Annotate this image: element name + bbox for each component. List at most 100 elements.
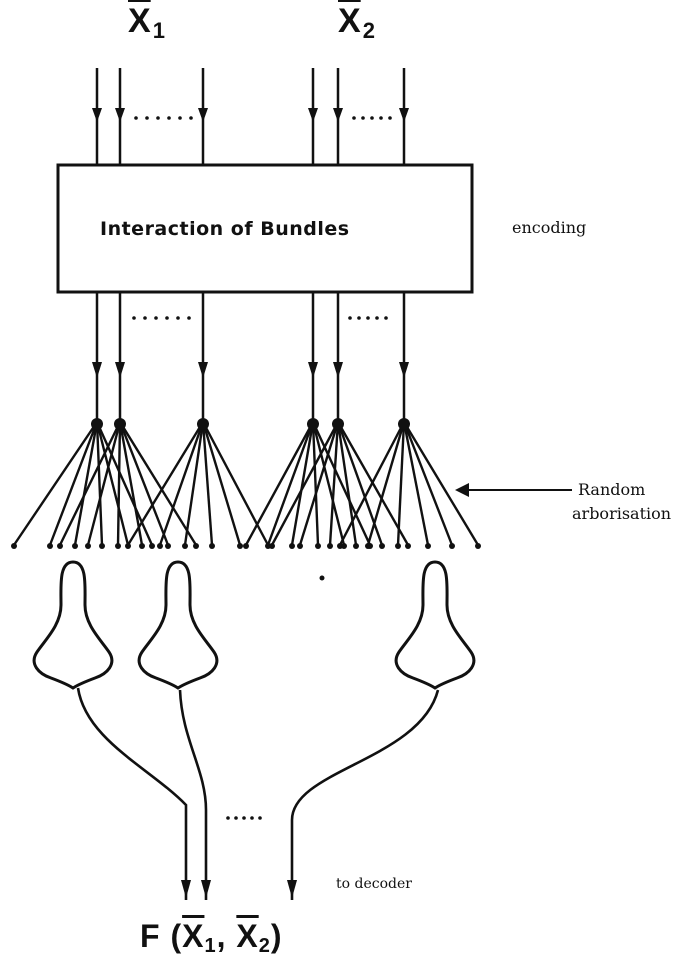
dendrite-terminals	[11, 543, 481, 549]
axon	[178, 689, 208, 900]
terminal-dot	[379, 543, 385, 549]
terminal-dot	[115, 543, 121, 549]
box-label: Interaction of Bundles	[100, 218, 350, 240]
terminal-dot	[99, 543, 105, 549]
terminal-dot	[289, 543, 295, 549]
output-axons	[76, 687, 440, 900]
terminal-dot	[315, 543, 321, 549]
fan-node	[197, 418, 209, 430]
terminal-dot	[193, 543, 199, 549]
terminal-dot	[85, 543, 91, 549]
fan-node	[114, 418, 126, 430]
terminal-dot	[353, 543, 359, 549]
stray-dot	[319, 575, 325, 581]
output-function: F (X1, X2)	[140, 918, 283, 957]
arborisation-branch	[311, 421, 346, 546]
terminal-dot	[57, 543, 63, 549]
arborisation-branch	[116, 421, 122, 546]
ellipsis-dot	[258, 816, 262, 820]
func-arg2: X2	[236, 918, 271, 957]
input-arrowhead	[92, 108, 102, 122]
ellipsis-dot	[370, 116, 374, 120]
arborisation-branch	[183, 421, 205, 546]
ellipsis-dot	[165, 316, 169, 320]
encoded-arrowhead	[198, 362, 208, 378]
ellipsis-dot	[375, 316, 379, 320]
input-arrowhead	[308, 108, 318, 122]
encoded-arrowhead	[399, 362, 409, 378]
terminal-dot	[327, 543, 333, 549]
arborisation-branch	[311, 421, 320, 546]
terminal-dot	[125, 543, 131, 549]
terminal-dot	[165, 543, 171, 549]
encoding-label: encoding	[512, 218, 587, 237]
terminal-dot	[367, 543, 373, 549]
arborisation-branch	[118, 421, 198, 546]
terminal-dot	[449, 543, 455, 549]
terminal-dot	[11, 543, 17, 549]
ellipsis-dot	[178, 116, 182, 120]
input-arrowhead	[115, 108, 125, 122]
arborisation-branch	[158, 421, 205, 546]
input-lines	[92, 68, 409, 165]
terminal-dot	[182, 543, 188, 549]
arborisation-branch	[95, 421, 130, 546]
axon	[76, 687, 188, 900]
ellipsis-dot	[352, 116, 356, 120]
func-close: )	[270, 918, 283, 954]
arborisation-branch	[73, 421, 99, 546]
arborisation-branch	[338, 421, 406, 546]
arborisation-branch	[311, 421, 372, 546]
arborisation-branch	[58, 421, 122, 546]
ellipsis-dot	[134, 116, 138, 120]
arborisation-branch	[86, 421, 122, 546]
fan-node	[332, 418, 344, 430]
func-comma: ,	[216, 918, 227, 954]
arborisation-branch	[201, 421, 214, 546]
neuron-cell	[394, 560, 476, 690]
arborisation-label-line1: Random	[578, 480, 646, 499]
input-arrowhead	[399, 108, 409, 122]
arborisation-branch	[336, 421, 384, 546]
arborisation-branch	[118, 421, 144, 546]
ellipsis-dot	[167, 116, 171, 120]
arborisation-branch	[266, 421, 315, 546]
neurons	[32, 560, 476, 690]
arborisation-branch	[402, 421, 430, 546]
interaction-box	[56, 163, 474, 294]
arborisation-branch	[48, 421, 99, 546]
ellipsis-dot	[176, 316, 180, 320]
ellipsis-dot	[226, 816, 230, 820]
arborisation-branch	[290, 421, 315, 546]
axon-arrowhead	[287, 880, 297, 898]
arborisation-branch	[328, 421, 340, 546]
ellipsis-dot	[384, 316, 388, 320]
ellipsis-dot	[154, 316, 158, 320]
terminal-dot	[72, 543, 78, 549]
terminal-dot	[139, 543, 145, 549]
neuron-cell	[137, 560, 219, 690]
ellipsis-dot	[348, 316, 352, 320]
terminal-dot	[269, 543, 275, 549]
arborisation-branch	[396, 421, 406, 546]
ellipsis-dot	[189, 116, 193, 120]
terminal-dot	[209, 543, 215, 549]
func-open: (	[170, 918, 183, 954]
arborisation-branch	[95, 421, 154, 546]
arborisation-branch	[13, 421, 98, 546]
encoded-arrowhead	[333, 362, 343, 378]
ellipsis-dot	[250, 816, 254, 820]
terminal-dot	[475, 543, 481, 549]
axon-arrowhead	[201, 880, 211, 898]
ellipsis-dots	[132, 116, 392, 820]
terminal-dot	[47, 543, 53, 549]
terminal-dot	[243, 543, 249, 549]
ellipsis-dot	[234, 816, 238, 820]
ellipsis-dot	[132, 316, 136, 320]
decoder-label: to decoder	[336, 876, 412, 892]
ellipsis-dot	[187, 316, 191, 320]
axon-arrowhead	[181, 880, 191, 898]
ellipsis-dot	[379, 116, 383, 120]
